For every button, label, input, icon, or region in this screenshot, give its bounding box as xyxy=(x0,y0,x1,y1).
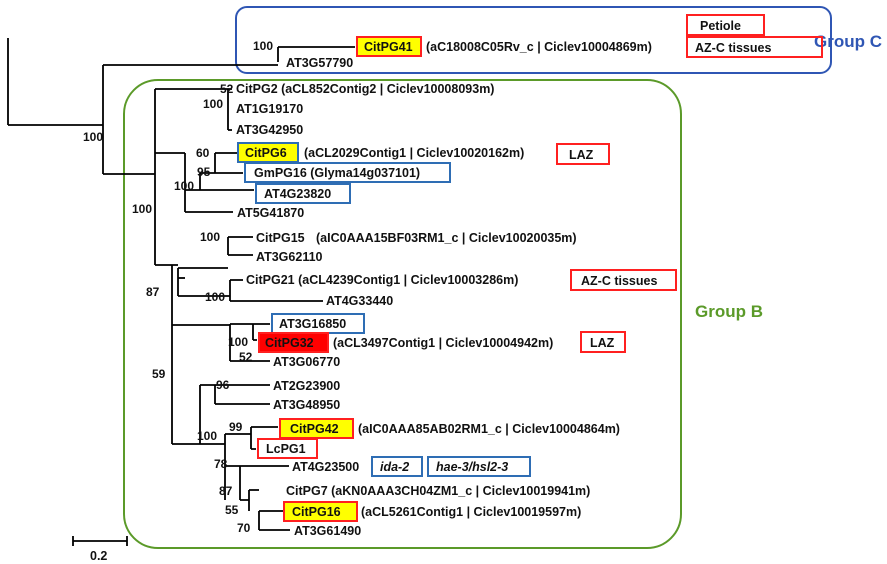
bootstrap-70: 70 xyxy=(237,521,251,535)
leaf-lcpg1: LcPG1 xyxy=(266,442,306,456)
label-boxes xyxy=(237,14,823,522)
tree-branches xyxy=(7,38,355,531)
group-b-box xyxy=(123,79,682,549)
leaf-at3g06770: AT3G06770 xyxy=(273,355,340,369)
laz-pg32-tag-box xyxy=(580,331,626,353)
leaf-citpg16: CitPG16 xyxy=(292,505,341,519)
leaf-citpg7: CitPG7 (aKN0AAA3CH04ZM1_c | Ciclev100199… xyxy=(286,484,590,498)
leaf-citpg6-ids: (aCL2029Contig1 | Ciclev10020162m) xyxy=(304,146,524,160)
leaf-labels: CitPG41 (aC18008C05Rv_c | Ciclev10004869… xyxy=(236,40,652,538)
azc-top-tag-box xyxy=(686,36,823,58)
bootstrap-pg32-inner: 100 xyxy=(228,335,248,349)
citpg32-highlight xyxy=(258,332,329,353)
leaf-hae3: hae-3/hsl2-3 xyxy=(436,460,508,474)
leaf-at3g62110: AT3G62110 xyxy=(256,250,323,264)
bootstrap-at2g: 96 xyxy=(216,378,230,392)
bootstrap-pg2-outer: 100 xyxy=(203,97,223,111)
leaf-citpg6: CitPG6 xyxy=(245,146,287,160)
bootstrap-87b: 87 xyxy=(219,484,233,498)
bootstrap-87: 87 xyxy=(146,285,160,299)
leaf-at4g33440: AT4G33440 xyxy=(326,294,393,308)
leaf-at2g23900: AT2G23900 xyxy=(273,379,340,393)
bootstrap-values: 100 100 100 87 59 52 100 60 95 100 100 1… xyxy=(83,39,273,535)
leaf-citpg42: CitPG42 xyxy=(290,422,339,436)
leaf-ida2: ida-2 xyxy=(380,460,409,474)
scale-bar: 0.2 xyxy=(72,536,128,563)
tag-laz-pg6: LAZ xyxy=(569,148,594,162)
leaf-at3g48950: AT3G48950 xyxy=(273,398,340,412)
leaf-at3g42950: AT3G42950 xyxy=(236,123,303,137)
bootstrap-root: 100 xyxy=(83,130,103,144)
leaf-citpg32-ids: (aCL3497Contig1 | Ciclev10004942m) xyxy=(333,336,553,350)
leaf-at4g23500: AT4G23500 xyxy=(292,460,359,474)
leaf-citpg41: CitPG41 xyxy=(364,40,413,54)
leaf-at3g57790: AT3G57790 xyxy=(286,56,353,70)
citpg41-highlight xyxy=(356,36,422,57)
bootstrap-pg2-inner: 52 xyxy=(220,82,234,96)
scale-bar-label: 0.2 xyxy=(90,549,107,563)
gmpg16-box xyxy=(244,162,451,183)
leaf-gmpg16: GmPG16 (Glyma14g037101) xyxy=(254,166,420,180)
azc-pg21-tag-box xyxy=(570,269,677,291)
at4g23820-box xyxy=(255,183,351,204)
citpg16-highlight xyxy=(283,501,358,522)
leaf-citpg32: CitPG32 xyxy=(265,336,314,350)
leaf-citpg21: CitPG21 (aCL4239Contig1 | Ciclev10003286… xyxy=(246,273,518,287)
group-c-box xyxy=(235,6,832,74)
lcpg1-box xyxy=(257,438,318,459)
group-c-label: Group C xyxy=(814,32,882,51)
bootstrap-59: 59 xyxy=(152,367,166,381)
leaf-at3g61490: AT3G61490 xyxy=(294,524,361,538)
bootstrap-pg15: 100 xyxy=(200,230,220,244)
leaf-citpg15: CitPG15 xyxy=(256,231,305,245)
bootstrap-pg6-mid: 95 xyxy=(197,165,211,179)
hae3-box xyxy=(427,456,531,477)
tissue-tags: Petiole AZ-C tissues LAZ AZ-C tissues LA… xyxy=(569,19,771,350)
leaf-citpg16-ids: (aCL5261Contig1 | Ciclev10019597m) xyxy=(361,505,581,519)
leaf-at4g23820: AT4G23820 xyxy=(264,187,331,201)
laz-pg6-tag-box xyxy=(556,143,610,165)
tag-laz-pg32: LAZ xyxy=(590,336,615,350)
bootstrap-55: 55 xyxy=(225,503,239,517)
tag-azc-pg21: AZ-C tissues xyxy=(581,274,657,288)
bootstrap-pg42: 99 xyxy=(229,420,243,434)
ida2-box xyxy=(371,456,423,477)
bootstrap-bottom: 100 xyxy=(197,429,217,443)
leaf-citpg41-ids: (aC18008C05Rv_c | Ciclev10004869m) xyxy=(426,40,652,54)
leaf-at1g19170: AT1G19170 xyxy=(236,102,303,116)
bootstrap-pg41: 100 xyxy=(253,39,273,53)
petiole-tag-box xyxy=(686,14,765,36)
leaf-at3g16850: AT3G16850 xyxy=(279,317,346,331)
bootstrap-pg32-outer: 52 xyxy=(239,350,253,364)
leaf-citpg42-ids: (aIC0AAA85AB02RM1_c | Ciclev10004864m) xyxy=(358,422,620,436)
bootstrap-pg6-outer: 100 xyxy=(174,179,194,193)
bootstrap-pg6-inner: 60 xyxy=(196,146,210,160)
tag-azc-top: AZ-C tissues xyxy=(695,41,771,55)
leaf-citpg15-ids: (aIC0AAA15BF03RM1_c | Ciclev10020035m) xyxy=(316,231,577,245)
bootstrap-groupb: 100 xyxy=(132,202,152,216)
bootstrap-78: 78 xyxy=(214,457,228,471)
group-b-label: Group B xyxy=(695,302,763,321)
leaf-citpg2: CitPG2 (aCL852Contig2 | Ciclev10008093m) xyxy=(236,82,494,96)
bootstrap-pg21: 100 xyxy=(205,290,225,304)
leaf-at5g41870: AT5G41870 xyxy=(237,206,304,220)
tag-petiole: Petiole xyxy=(700,19,741,33)
